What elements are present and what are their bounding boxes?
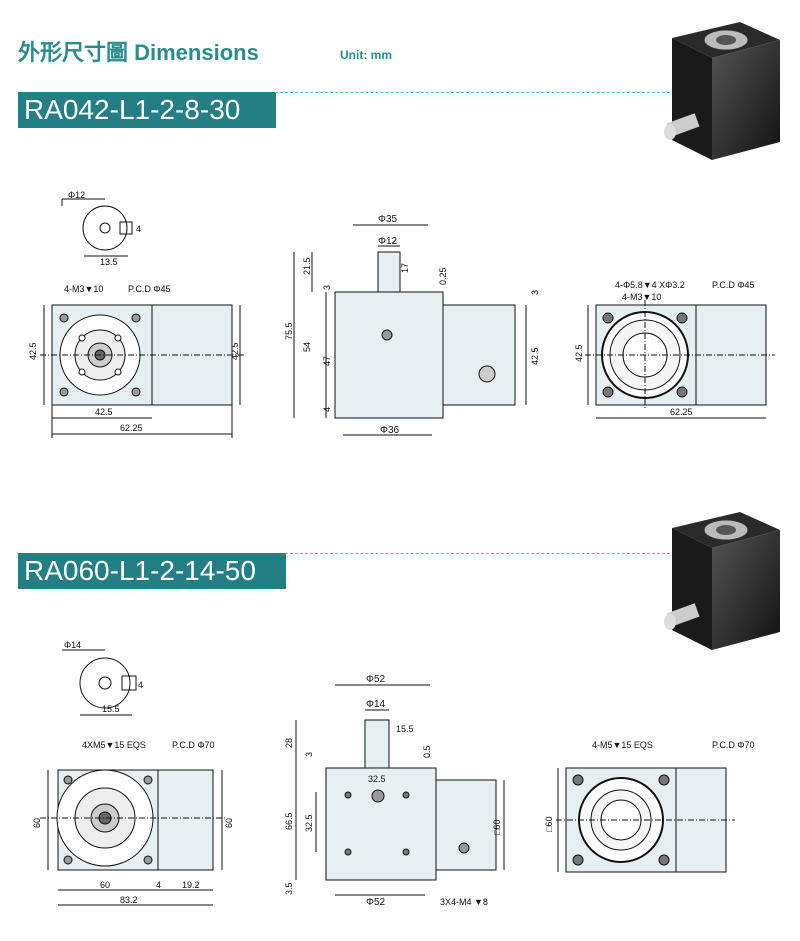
side-bottom-2: Φ52 <box>366 897 386 908</box>
side-top-1: Φ35 <box>378 214 398 225</box>
product-photo-1 <box>664 22 780 160</box>
flange-pcd-2: P.C.D Φ70 <box>712 740 755 750</box>
side-view-2 <box>295 684 505 896</box>
side-top-2: Φ52 <box>366 674 386 685</box>
front-view-2 <box>40 769 225 906</box>
shaft-key-2: 4 <box>138 680 143 690</box>
shaft-key-1: 4 <box>136 224 141 234</box>
front-pcd-2: P.C.D Φ70 <box>172 740 215 750</box>
side-d2-2: 3 <box>304 752 314 757</box>
side-shaft-2: Φ14 <box>366 699 386 710</box>
side-h3-2: 3.5 <box>284 882 294 895</box>
flange-holes2-1: 4-M3▼10 <box>622 292 661 302</box>
banner-divider-2 <box>285 553 675 554</box>
side-h4-1: 4 <box>322 407 332 412</box>
side-d2-1: 17 <box>400 263 410 273</box>
flange-holes-2: 4-M5▼15 EQS <box>592 740 653 750</box>
side-h3-1: 47 <box>322 356 332 366</box>
flange-pcd-1: P.C.D Φ45 <box>712 280 755 290</box>
side-h2-1: 54 <box>302 342 312 352</box>
shaft-detail-2 <box>62 649 137 716</box>
shaft-dia-1: Φ12 <box>68 190 85 200</box>
front-holes-1: 4-M3▼10 <box>64 284 103 294</box>
front-view-1 <box>40 304 244 438</box>
front-h-right-2: 60 <box>224 818 234 828</box>
side-h5-1: 42.5 <box>530 347 540 365</box>
front-holes-2: 4XM5▼15 EQS <box>82 740 146 750</box>
shaft-dia-2: Φ14 <box>64 640 81 650</box>
side-d1-2: 28 <box>284 738 294 748</box>
model-banner-1: RA042-L1-2-8-30 <box>18 92 276 128</box>
front-w4-2: 83.2 <box>120 895 138 905</box>
side-w1-2: 32.5 <box>368 774 386 784</box>
side-d3-1: 0.25 <box>438 267 448 285</box>
flange-h-2: □60 <box>544 817 554 832</box>
flange-w-1: 62.25 <box>670 407 693 417</box>
side-h2-2: 32.5 <box>304 814 314 832</box>
shaft-height-1: 13.5 <box>100 257 118 267</box>
model-banner-2: RA060-L1-2-14-50 <box>18 553 286 589</box>
side-d5-1: 3 <box>530 290 540 295</box>
page-title: 外形尺寸圖 Dimensions <box>18 40 259 65</box>
side-holes-2: 3X4-M4 ▼8 <box>440 897 488 907</box>
front-w3-2: 19.2 <box>182 880 200 890</box>
flange-holes1-1: 4-Φ5.8▼4 XΦ3.2 <box>615 280 685 290</box>
side-d1-1: 21.5 <box>302 257 312 275</box>
side-h1-1: 75.5 <box>284 322 294 340</box>
shaft-detail-1 <box>61 198 133 257</box>
side-d4-1: 3 <box>322 285 332 290</box>
front-h-right-1: 42.5 <box>230 342 240 360</box>
banner-divider-1 <box>275 92 675 93</box>
side-h1-2: 66.5 <box>284 812 294 830</box>
flange-view-1 <box>585 300 775 419</box>
side-view-1 <box>293 224 527 436</box>
side-d3-2: 15.5 <box>396 724 414 734</box>
front-w2-1: 62.25 <box>120 423 143 433</box>
unit-label: Unit: mm <box>340 48 392 62</box>
side-shaft-1: Φ12 <box>378 236 398 247</box>
side-bottom-1: Φ36 <box>380 425 400 436</box>
front-w1-1: 42.5 <box>95 407 113 417</box>
front-pcd-1: P.C.D Φ45 <box>128 284 171 294</box>
flange-view-2 <box>556 767 735 873</box>
side-d4-2: 0.5 <box>422 745 432 758</box>
front-h-left-2: 60 <box>32 818 42 828</box>
flange-h-1: 42.5 <box>574 344 584 362</box>
front-h-left-1: 42.5 <box>28 342 38 360</box>
shaft-height-2: 15.5 <box>102 704 120 714</box>
front-w2-2: 4 <box>156 880 161 890</box>
product-photo-2 <box>664 512 780 650</box>
front-w1-2: 60 <box>100 880 110 890</box>
side-h5-2: □60 <box>492 820 502 835</box>
